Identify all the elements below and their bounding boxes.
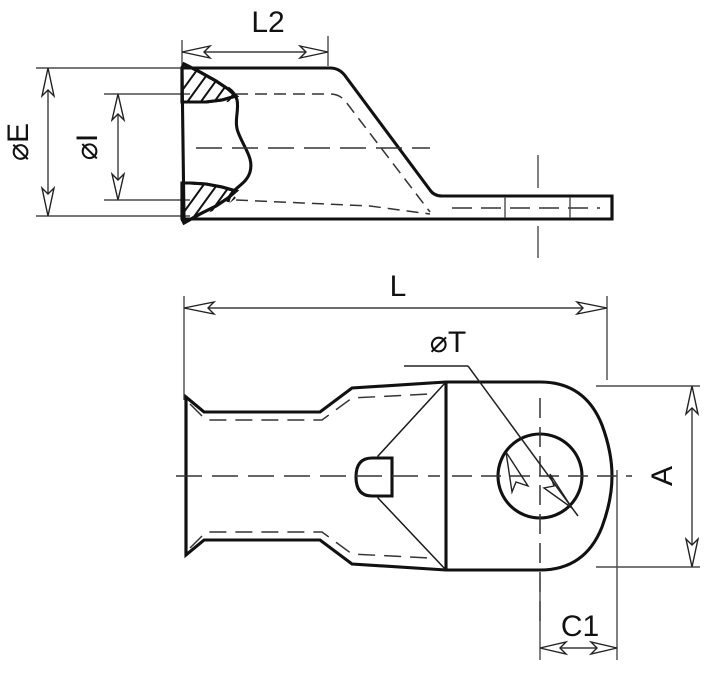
dimension-barrel-length-L2: [181, 44, 329, 60]
break-line-side: [226, 86, 253, 203]
dimension-hole-to-end-C1: [539, 640, 618, 656]
dim-label-I: ⌀I: [71, 134, 104, 160]
dimension-inner-diameter-I: [110, 93, 126, 201]
cone-fold-bottom-plan: [377, 497, 447, 571]
dimension-overall-length-L: [183, 300, 608, 316]
dim-label-A: A: [646, 466, 679, 486]
lug-outline-side: [180, 66, 614, 221]
leader-stud-hole-T: [404, 365, 579, 517]
dimension-palm-width-A: [684, 385, 700, 568]
dim-label-T: ⌀T: [430, 326, 466, 359]
dim-label-L: L: [390, 270, 407, 303]
section-wall-top-border: [180, 61, 240, 104]
plan-view: L ⌀T: [176, 270, 700, 660]
inspection-window-plan: [354, 456, 394, 498]
hidden-bore-top-plan: [189, 393, 431, 421]
dim-label-E: ⌀E: [2, 123, 35, 161]
hidden-inner-bottom-side: [235, 199, 431, 215]
dim-label-C1: C1: [561, 610, 599, 643]
side-view: ⌀E ⌀I L2: [2, 6, 614, 258]
section-wall-bottom-border: [180, 181, 240, 226]
dim-label-L2: L2: [251, 6, 284, 39]
cone-fold-top-plan: [377, 381, 447, 457]
dimension-outer-diameter-E: [40, 67, 56, 217]
hidden-bore-bottom-plan: [189, 531, 431, 559]
hidden-inner-top-side: [236, 93, 431, 213]
